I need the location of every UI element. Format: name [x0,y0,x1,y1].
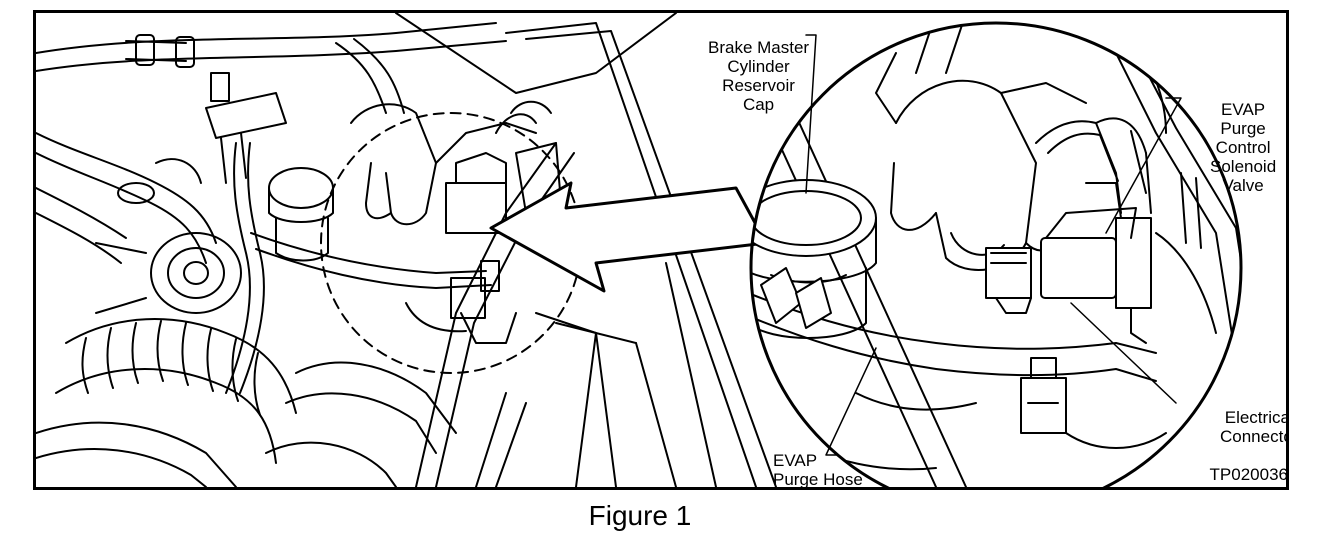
figure-caption: Figure 1 [588,500,692,531]
label-line: Electrical [1224,408,1289,427]
magnified-circle-outline [749,21,1243,487]
label-line: Cylinder [727,57,790,76]
engine-bay-background [36,13,777,487]
label-line: Brake Master [708,38,810,57]
label-line: Reservoir [722,76,795,95]
leader-lines [805,34,1182,456]
label-evap-purge-control-solenoid-valve: EVAP Purge Control Solenoid Valve [1210,100,1276,195]
leader-evap-valve [1105,97,1182,234]
label-electrical-connector: Electrical Connector [1220,408,1289,446]
magnified-detail [749,21,1243,487]
label-line: Purge Hose [773,470,863,489]
label-line: EVAP [773,451,818,470]
label-evap-purge-hose: EVAP Purge Hose [773,451,863,489]
label-line: Purge [1220,119,1266,138]
leader-brake [805,34,817,194]
label-line: Control [1215,138,1271,157]
reference-code: TP020036 [1209,465,1288,484]
label-line: Connector [1220,427,1286,446]
label-line: Solenoid [1210,157,1277,176]
label-line: Valve [1222,176,1264,195]
detail-area-left [250,100,562,344]
engine-bay-illustration [36,13,1243,487]
callout-arrow [489,181,768,293]
leader-evap-hose [825,347,877,456]
label-line: Cap [742,95,775,114]
leader-electrical-connector [1070,302,1177,404]
label-brake-master-cylinder-cap: Brake Master Cylinder Reservoir Cap [708,38,809,114]
illustration-frame: Brake Master Cylinder Reservoir Cap EVAP… [33,10,1289,490]
label-line: EVAP [1221,100,1266,119]
